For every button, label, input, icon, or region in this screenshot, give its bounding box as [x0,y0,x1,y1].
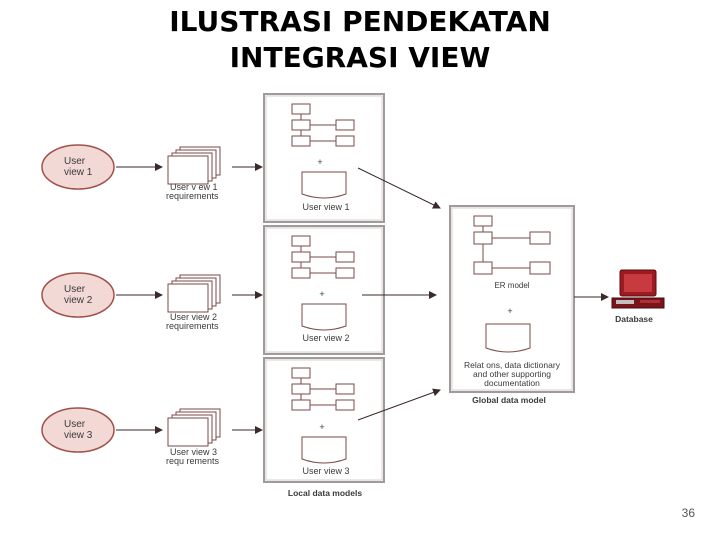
arrow [357,167,441,209]
global-doc-label-3: documentation [484,378,540,388]
global-data-model-caption: Global data model [472,395,546,405]
user-view-1-requirements-label-2: requirements [166,191,219,201]
document-icon [485,323,531,353]
plus-sign: + [507,306,512,316]
user-view-3-oval-label-2: view 3 [64,430,93,441]
local-data-models-caption: Local data models [288,488,362,498]
global-doc-label-1: Relat ons, data dictionary [464,360,561,370]
user-view-2-oval-label-2: view 2 [64,295,93,306]
global-model-panel: ER model + Relat ons, data dictionary an… [449,205,575,393]
user-view-2-row: User view 2 User view 2 requirements [41,272,263,331]
document-icon [301,171,347,199]
user-view-1-row: User view 1 User v ew 1 requirements [41,144,263,201]
user-view-2-requirements-label: User view 2 [170,312,217,322]
er-diagram-icon [473,215,551,275]
local-model-1-label: User view 1 [302,202,349,212]
local-model-2-label: User view 2 [302,333,349,343]
document-stack-icon [167,408,221,447]
user-view-3-oval-label: User [64,419,86,430]
page-number: 36 [681,506,695,520]
slide-title-line2: INTEGRASI VIEW [229,41,491,74]
local-model-panel-2: + User view 2 [263,225,385,355]
user-view-1-requirements-label: User v ew 1 [170,182,218,192]
user-view-3-row: User view 3 User view 3 requ rements [41,407,263,466]
er-model-label: ER model [494,281,529,290]
user-view-1-oval-label: User [64,156,86,167]
database-computer-icon [611,269,665,309]
user-view-3-requirements-label-2: requ rements [166,456,220,466]
local-model-3-label: User view 3 [302,466,349,476]
user-view-2-oval [41,272,115,318]
svg-text:+: + [317,157,322,167]
user-view-1-oval [41,144,115,190]
document-icon [301,436,347,464]
local-model-panel-1: + User view 1 [263,93,385,223]
user-view-2-oval-label: User [64,284,86,295]
database-label: Database [615,314,653,324]
user-view-3-requirements-label: User view 3 [170,447,217,457]
document-icon [301,303,347,331]
user-view-2-requirements-label-2: requirements [166,321,219,331]
document-stack-icon [167,274,221,313]
slide-title-line1: ILUSTRASI PENDEKATAN [169,5,551,38]
user-view-3-oval [41,407,115,453]
local-model-panel-3: + User view 3 [263,357,385,483]
svg-text:+: + [319,422,324,432]
global-doc-label-2: and other supporting [473,369,551,379]
arrow [357,388,441,421]
slide-title: ILUSTRASI PENDEKATAN INTEGRASI VIEW [0,4,720,76]
svg-text:+: + [319,289,324,299]
document-stack-icon [167,146,221,185]
user-view-1-oval-label-2: view 1 [64,167,93,178]
